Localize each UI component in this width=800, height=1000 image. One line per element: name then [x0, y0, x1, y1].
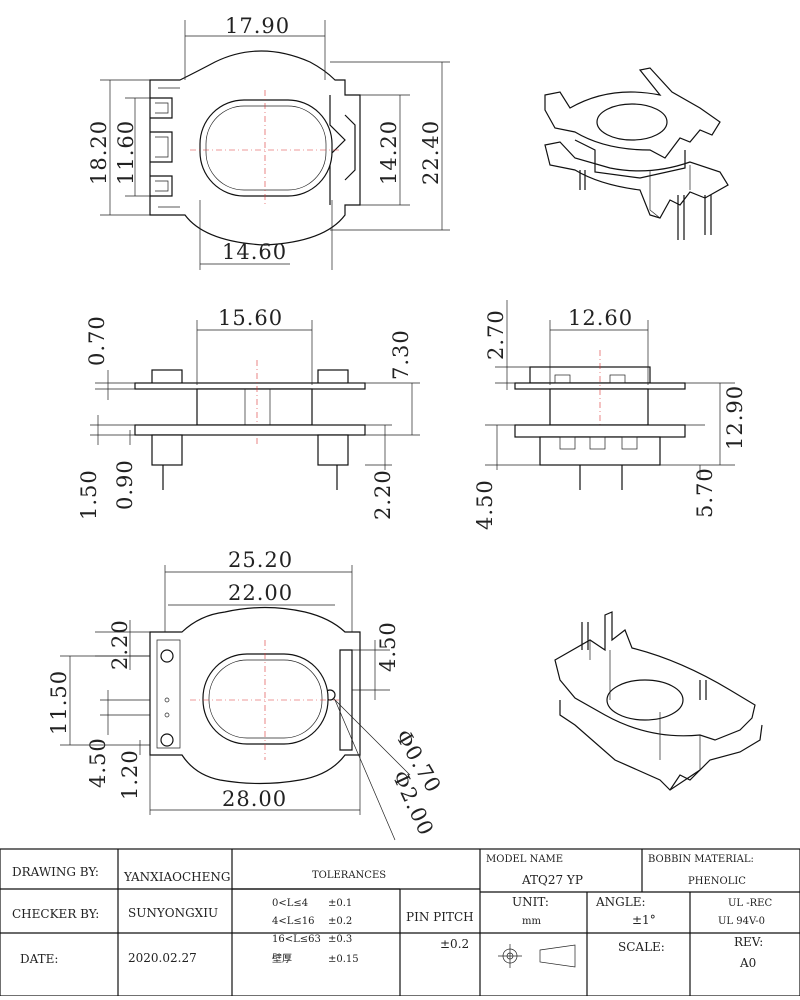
material-label: BOBBIN MATERIAL: [648, 854, 754, 865]
ul-94v0: UL 94V-0 [718, 916, 765, 927]
dim-front-width: 12.60 [568, 306, 633, 330]
dim-bot-l1: 2.20 [108, 619, 132, 670]
tol-4-value: ±0.15 [328, 954, 359, 965]
tol-3-value: ±0.3 [328, 934, 352, 945]
angle-value: ±1° [632, 913, 656, 927]
checker-by-label: CHECKER BY: [12, 907, 99, 921]
tol-1-range: 0<L≤4 [272, 898, 308, 909]
tol-1-value: ±0.1 [328, 898, 352, 909]
pin-pitch-value: ±0.2 [440, 937, 469, 951]
scale-label: SCALE: [618, 940, 665, 954]
dim-top-h-outer: 18.20 [87, 120, 111, 185]
dim-bot-bottom: 28.00 [222, 787, 287, 811]
drawing-by-label: DRAWING BY: [12, 865, 99, 879]
bottom-view: 25.20 22.00 2.20 11.50 4.50 1.20 4.50 Φ0… [47, 548, 446, 841]
dim-bot-l2: 11.50 [47, 670, 71, 735]
dim-front-height: 12.90 [723, 385, 747, 450]
checker-by-value: SUNYONGXIU [128, 906, 218, 920]
isometric-view-top [544, 67, 729, 240]
tol-2-value: ±0.2 [328, 916, 352, 927]
front-view: 12.60 2.70 12.90 4.50 5.70 [473, 300, 747, 530]
dim-side-width: 15.60 [218, 306, 283, 330]
dim-front-top: 2.70 [484, 309, 508, 360]
projection-symbol-icon [498, 944, 576, 968]
model-name-label: MODEL NAME [486, 854, 563, 865]
dim-top-width: 17.90 [225, 14, 290, 38]
dim-side-b1: 1.50 [77, 469, 101, 520]
dim-top-right-inner: 14.20 [377, 120, 401, 185]
tol-3-range: 16<L≤63 [272, 934, 321, 945]
top-view: 17.90 18.20 11.60 14.20 22.40 14.60 [87, 14, 450, 270]
dim-top-bottom: 14.60 [222, 240, 287, 264]
rev-value: A0 [739, 956, 756, 970]
dim-bot-l3: 4.50 [86, 737, 110, 788]
title-block: DRAWING BY: YANXIAOCHENG CHECKER BY: SUN… [0, 848, 800, 997]
date-value: 2020.02.27 [128, 951, 197, 965]
dim-top-h-inner: 11.60 [114, 120, 138, 185]
isometric-view-bottom [554, 611, 763, 791]
date-label: DATE: [20, 952, 58, 966]
dim-front-b2: 5.70 [693, 467, 717, 518]
dim-bot-w2: 22.00 [228, 581, 293, 605]
material-value: PHENOLIC [688, 876, 746, 887]
dim-front-b1: 4.50 [473, 479, 497, 530]
ul-rec: UL -REC [728, 898, 772, 909]
dim-top-right-outer: 22.40 [419, 120, 443, 185]
rev-label: REV: [734, 935, 763, 949]
dim-side-top: 0.70 [85, 315, 109, 366]
angle-label: ANGLE: [595, 895, 646, 909]
drawing-by-value: YANXIAOCHENG [123, 870, 230, 884]
unit-value: mm [522, 916, 541, 927]
pin-pitch-label: PIN PITCH [406, 910, 474, 924]
unit-label: UNIT: [512, 895, 549, 909]
dim-bot-r1: 4.50 [376, 621, 400, 672]
side-view: 15.60 0.70 7.30 1.50 0.90 2.20 [77, 306, 420, 520]
dim-bot-l4: 1.20 [118, 749, 142, 800]
tol-2-range: 4<L≤16 [272, 916, 315, 927]
dim-side-height: 7.30 [389, 329, 413, 380]
tolerances-label: TOLERANCES [312, 870, 386, 881]
dim-side-b3: 2.20 [371, 469, 395, 520]
dim-bot-w1: 25.20 [228, 548, 293, 572]
dim-side-b2: 0.90 [113, 459, 137, 510]
tol-4-range: 壁厚 [272, 952, 292, 965]
model-name-value: ATQ27 YP [521, 873, 583, 887]
